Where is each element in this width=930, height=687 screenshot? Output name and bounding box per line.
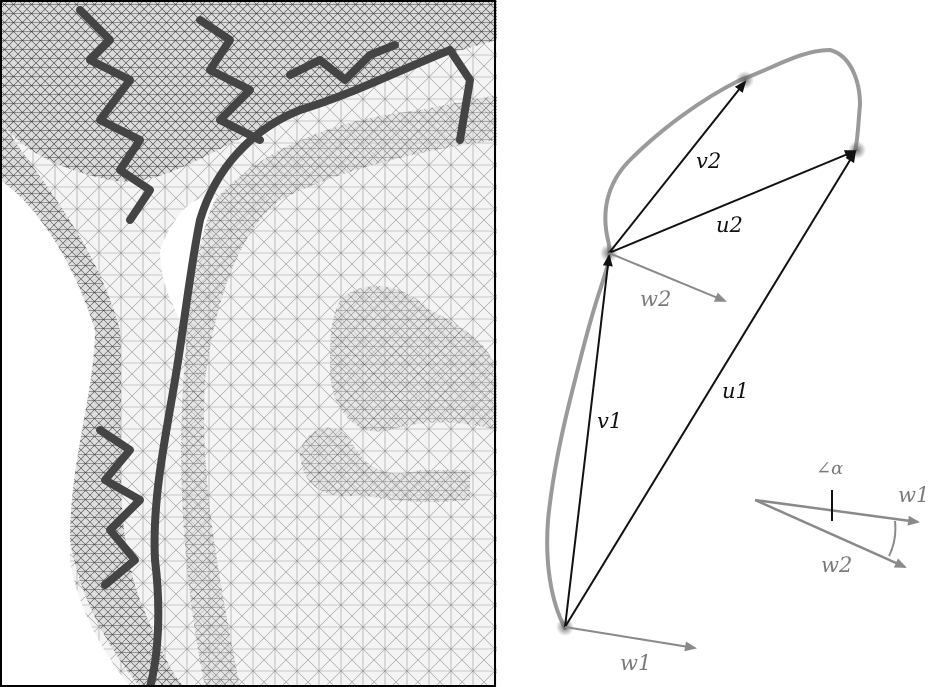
label-u1: u1	[722, 379, 749, 403]
point-right	[848, 141, 866, 159]
vector-w1-base	[565, 627, 695, 648]
label-w2-inset: w2	[821, 553, 852, 577]
vector-u2	[609, 151, 855, 253]
angle-arc	[889, 521, 895, 556]
contour-outline	[547, 50, 860, 628]
vector-v1	[565, 256, 609, 627]
label-w2-mid: w2	[640, 287, 671, 311]
label-v2: v2	[696, 149, 721, 173]
label-v1: v1	[597, 409, 622, 433]
point-top	[736, 71, 754, 89]
label-angle: ∠α	[816, 458, 843, 479]
label-w1-base: w1	[620, 651, 651, 675]
label-u2: u2	[716, 213, 743, 237]
vector-u1	[565, 152, 855, 627]
label-w1-inset: w1	[898, 483, 929, 507]
